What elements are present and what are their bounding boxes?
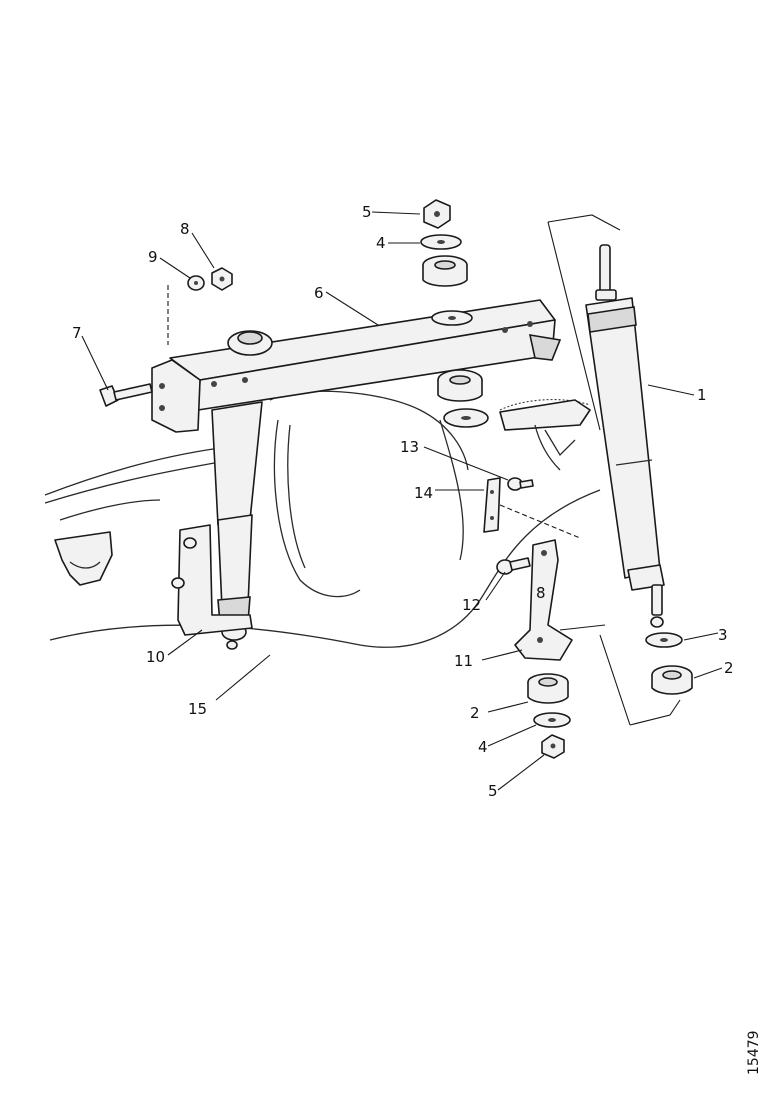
callout-7: 7 [72,324,82,342]
callout-11: 11 [454,652,473,670]
reference-number: 15479 [746,1030,762,1075]
beam-bushing-lower [437,369,489,428]
bolt-left [99,383,153,407]
callout-4: 4 [478,738,488,756]
callout-2: 2 [470,704,480,722]
callout-5: 5 [488,782,498,800]
callout-labels: 1 2 2 3 4 4 5 5 6 7 8 8 9 10 11 12 13 14… [72,203,734,800]
callout-5: 5 [362,203,372,221]
callout-14: 14 [414,484,433,502]
callout-6: 6 [314,284,324,302]
callout-8: 8 [180,220,190,238]
callout-2: 2 [724,659,734,677]
bolt-right [496,557,531,575]
small-bracket [483,477,534,533]
lower-bracket-right [514,539,573,661]
callout-15: 15 [188,700,207,718]
alignment-lines [167,214,681,726]
shock-absorber-right [585,244,665,628]
leader-lines [81,211,723,791]
lower-mount-stack [527,673,571,759]
chassis-outline [44,390,601,648]
callout-9: 9 [148,248,158,266]
callout-8: 8 [536,584,546,602]
callout-1: 1 [697,386,707,404]
callout-3: 3 [718,626,728,644]
shock-lower-stack [645,632,693,695]
callout-4: 4 [376,234,386,252]
shock-absorber-left [211,401,263,650]
beam-washer-top [431,310,473,326]
upper-mount-stack [420,199,468,287]
callout-12: 12 [462,596,481,614]
lower-bracket-left [171,524,253,636]
callout-10: 10 [146,648,165,666]
callout-13: 13 [400,438,419,456]
nut-washer-topleft [187,267,233,291]
beam-bushing-left [227,330,273,356]
